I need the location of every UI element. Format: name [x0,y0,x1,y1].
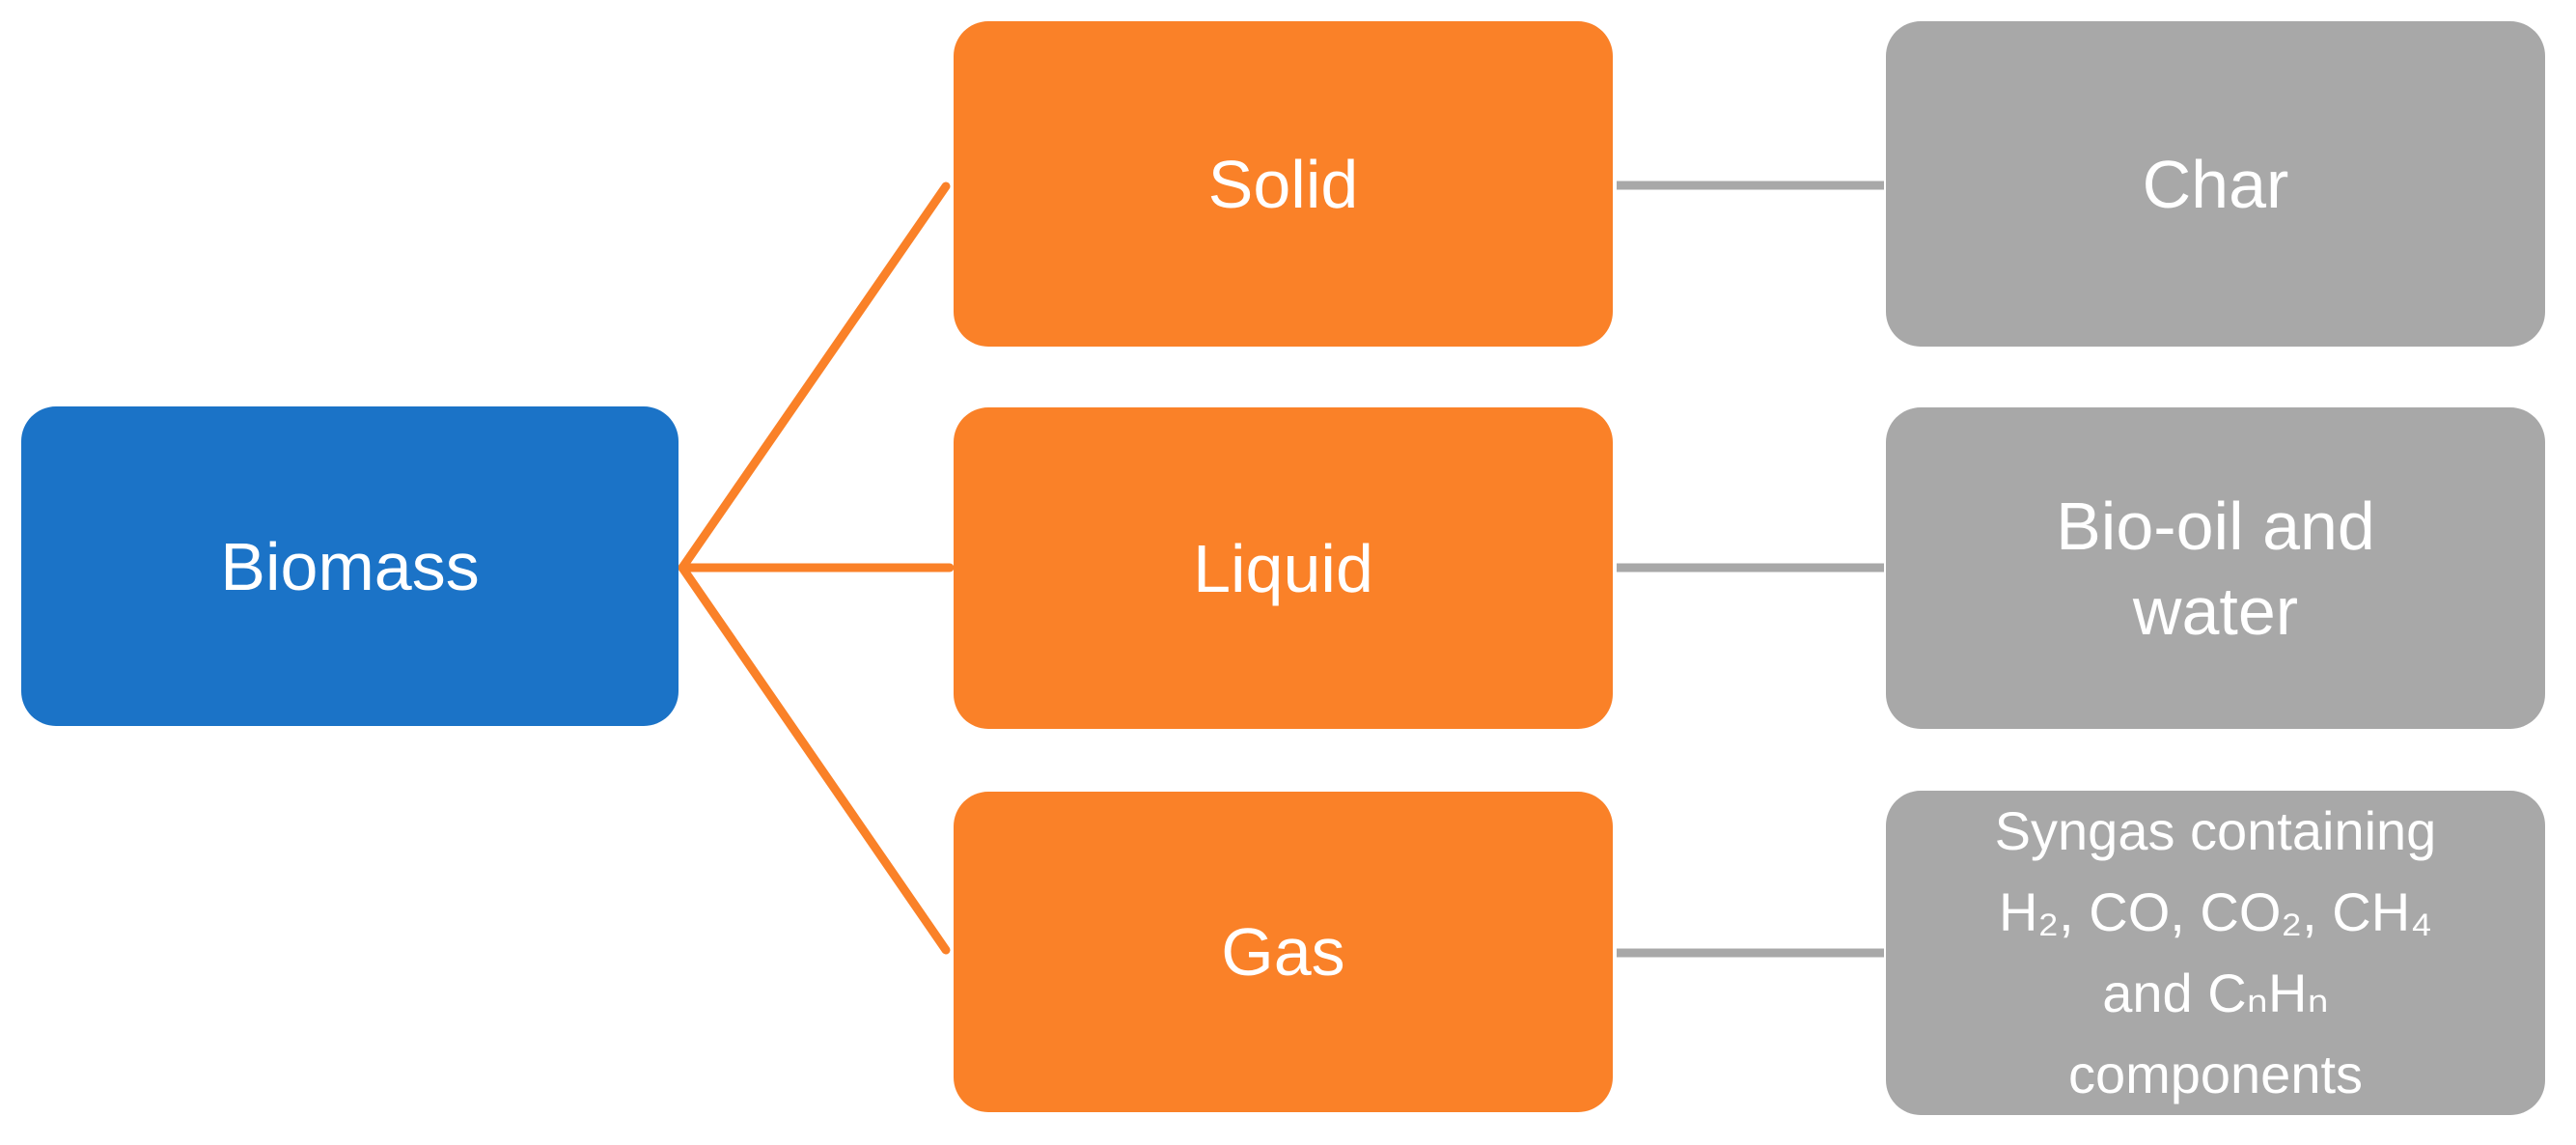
node-liquid-label: Liquid [1193,530,1373,606]
node-biomass-label: Biomass [220,528,480,604]
node-syngas: Syngas containing H₂, CO, CO₂, CH₄ and C… [1886,791,2545,1115]
node-syngas-line-4: components [2067,1044,2364,1104]
node-solid-label: Solid [1207,146,1359,222]
node-syngas-line-1: Syngas containing [1994,800,2437,861]
node-bio-oil-line-1: Bio-oil and [2056,488,2375,564]
node-bio-oil-line-2: water [2132,572,2299,649]
node-gas-label: Gas [1221,914,1345,990]
node-char: Char [1886,21,2545,347]
node-syngas-line-2: H₂, CO, CO₂, CH₄ [1998,881,2432,942]
node-liquid: Liquid [954,407,1613,729]
node-biomass: Biomass [21,406,679,726]
node-solid: Solid [954,21,1613,347]
node-bio-oil-and-water: Bio-oil and water [1886,407,2545,729]
node-gas: Gas [954,792,1613,1112]
edge-biomass-solid [678,182,951,572]
edge-biomass-gas [678,563,951,955]
node-char-label: Char [2142,146,2289,222]
node-syngas-line-3: and CₙHₙ [2102,963,2329,1023]
